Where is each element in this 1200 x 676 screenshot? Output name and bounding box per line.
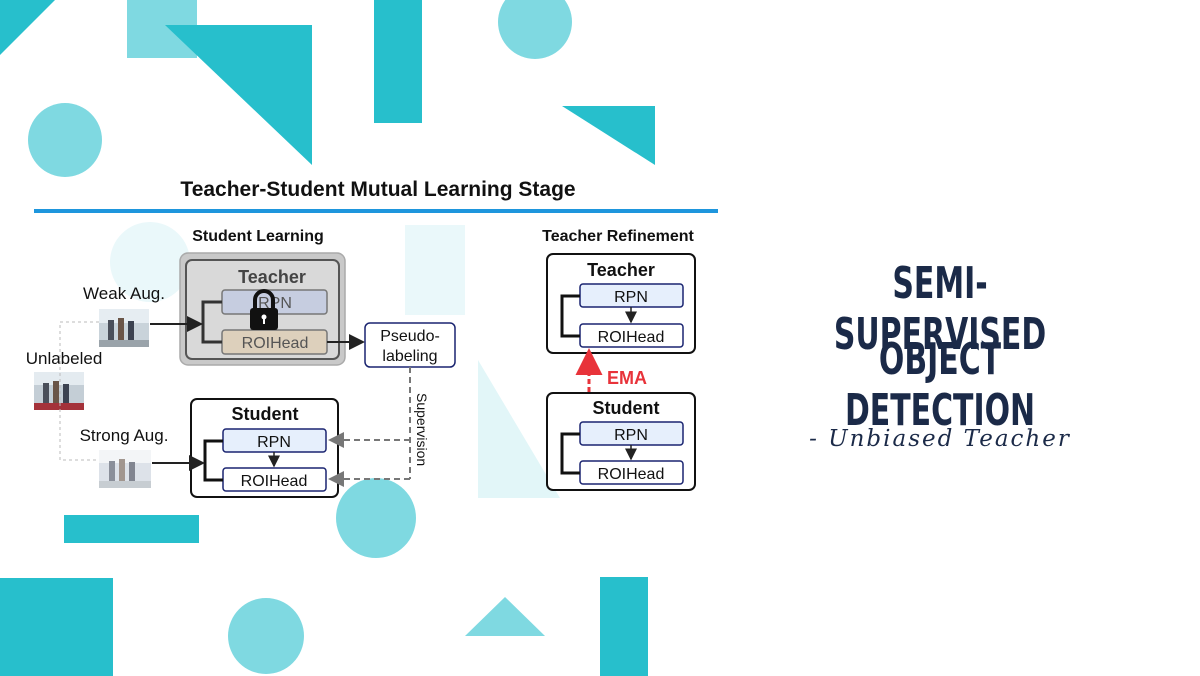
weak-aug-image	[99, 309, 149, 347]
left-circle-shape	[28, 103, 102, 177]
faint-circle-shape	[110, 222, 190, 302]
refine-teacher-roihead-label: ROIHead	[598, 329, 665, 346]
lock-icon	[250, 289, 278, 330]
top-circle-shape	[498, 0, 572, 59]
refine-student-rpn-label: RPN	[614, 427, 648, 444]
frozen-teacher-title: Teacher	[238, 267, 306, 287]
main-title-line1: SEMI-SUPERVISED	[833, 258, 1047, 360]
title-rule	[34, 209, 718, 213]
input-bracket-connector	[59, 321, 99, 461]
bottom-left-square-shape	[0, 578, 113, 676]
supervision-label: Supervision	[414, 393, 430, 466]
student-rpn-label: RPN	[257, 434, 291, 451]
bottom-strip-shape	[64, 515, 199, 543]
student-roihead-label: ROIHead	[241, 473, 308, 490]
refine-student-bracket	[560, 432, 580, 475]
ema-label: EMA	[607, 368, 647, 388]
main-title-line2: OBJECT DETECTION	[844, 334, 1036, 436]
frozen-teacher-roihead-label: ROIHead	[242, 335, 309, 352]
student-title: Student	[232, 404, 299, 424]
refine-student-roihead-label: ROIHead	[598, 466, 665, 483]
strong-aug-label: Strong Aug.	[80, 426, 169, 445]
right-triangle-shape	[562, 106, 655, 165]
weak-aug-label: Weak Aug.	[83, 284, 165, 303]
section-label-student-learning: Student Learning	[192, 228, 324, 245]
refine-teacher-bracket	[560, 294, 580, 338]
mid-circle-shape	[336, 478, 416, 558]
faint-square-shape	[405, 225, 465, 315]
faint-triangle-shape	[478, 360, 560, 498]
bottom-circle-shape	[228, 598, 304, 674]
stage-title: Teacher-Student Mutual Learning Stage	[180, 178, 575, 201]
tall-bar-shape	[374, 0, 422, 123]
frozen-teacher-bracket	[201, 300, 222, 344]
subtitle: - Unbiased Teacher	[809, 426, 1071, 452]
section-label-teacher-refinement: Teacher Refinement	[542, 228, 694, 245]
student-bracket	[203, 439, 223, 482]
strong-aug-image	[99, 450, 151, 488]
refine-student-title: Student	[593, 398, 660, 418]
unlabeled-image	[34, 372, 84, 410]
large-triangle-shape	[165, 25, 312, 165]
background-decoration	[0, 0, 655, 676]
diagram: Teacher-Student Mutual Learning Stage St…	[26, 178, 718, 498]
corner-triangle-shape	[0, 0, 55, 55]
pseudo-labeling-label-line2: labeling	[382, 348, 437, 365]
bottom-bar-shape	[600, 577, 648, 676]
refine-teacher-title: Teacher	[587, 260, 655, 280]
refine-teacher-rpn-label: RPN	[614, 289, 648, 306]
unlabeled-label: Unlabeled	[26, 349, 103, 368]
pseudo-labeling-label-line1: Pseudo-	[380, 328, 440, 345]
small-triangle-shape	[465, 597, 545, 636]
